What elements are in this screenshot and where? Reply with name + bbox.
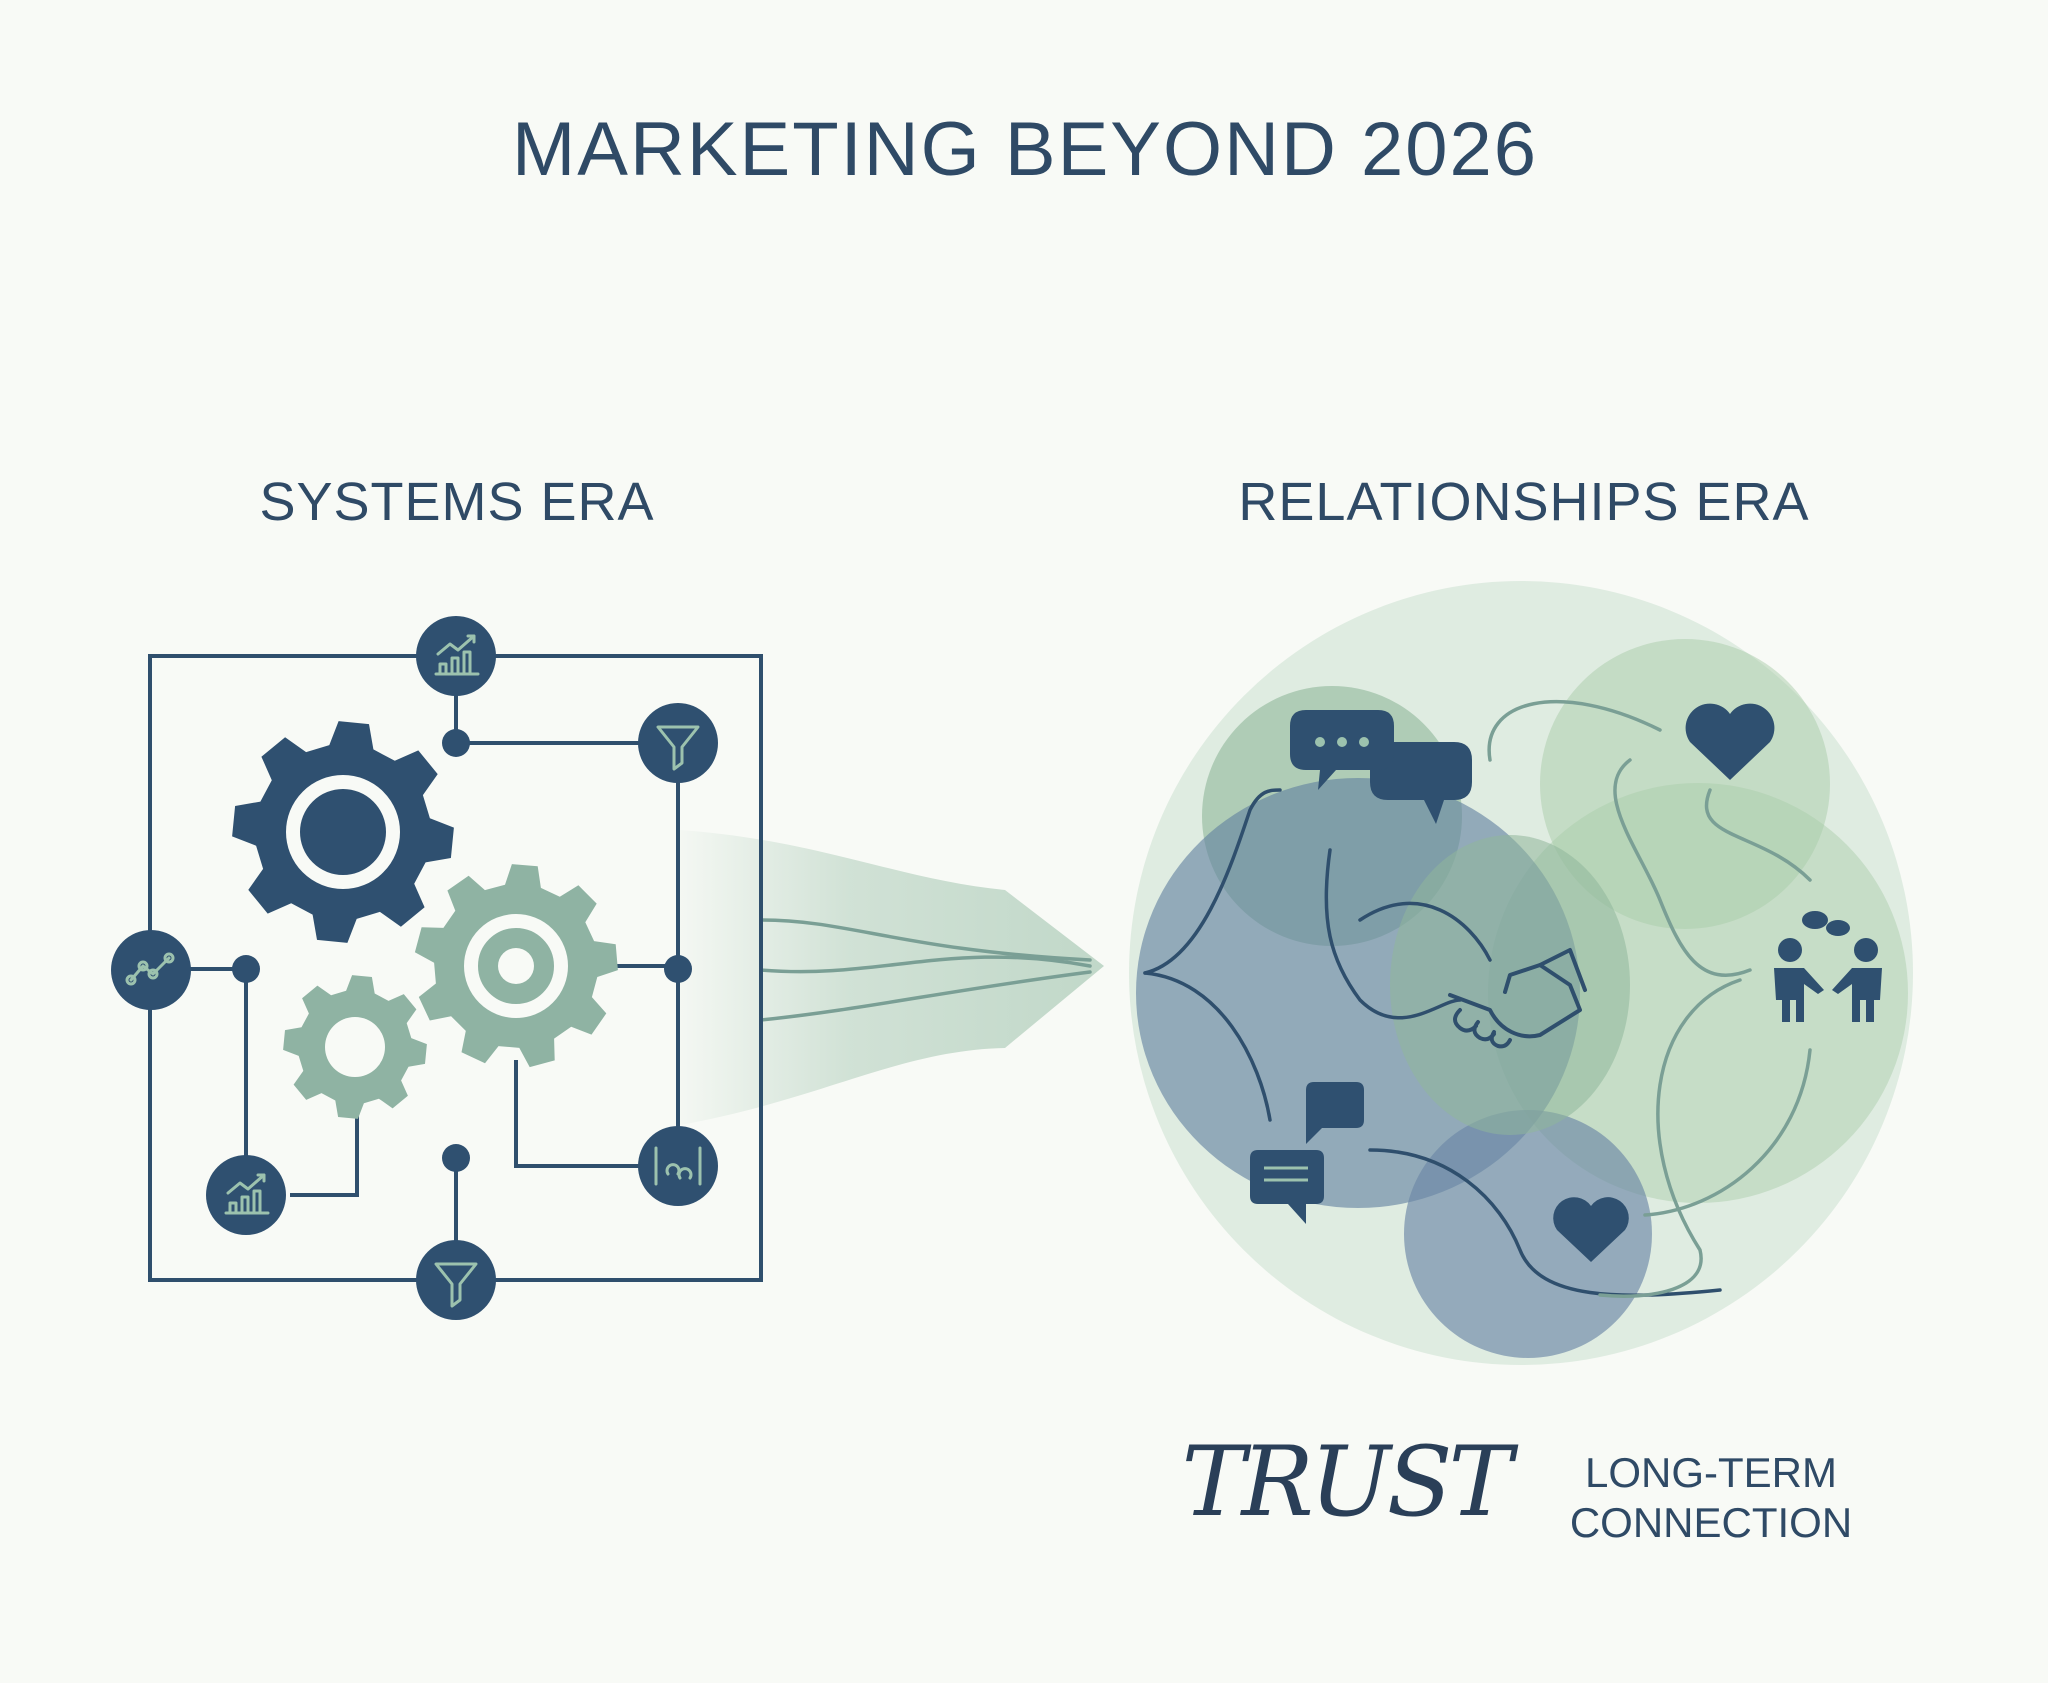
line-graph-icon <box>111 930 191 1010</box>
chart-growth-icon <box>416 616 496 696</box>
relationships-cluster <box>1129 581 1913 1365</box>
junction-dot <box>442 729 470 757</box>
chart-growth-icon <box>206 1155 286 1235</box>
long-term-line1: LONG-TERM <box>1585 1449 1837 1496</box>
funnel-icon <box>416 1240 496 1320</box>
heart-icon <box>1553 1197 1629 1262</box>
handshake-icon <box>1448 948 1587 1049</box>
relationships-era-heading: RELATIONSHIPS ERA <box>1238 472 1809 532</box>
junction-dot <box>232 955 260 983</box>
systems-era-heading: SYSTEMS ERA <box>259 472 654 532</box>
junction-dot <box>442 1144 470 1172</box>
audience-icon <box>638 1126 718 1206</box>
large-navy-gear-icon <box>232 721 454 943</box>
page-title: MARKETING BEYOND 2026 <box>512 107 1538 192</box>
systems-circuit <box>111 616 763 1320</box>
people-talking-icon <box>1774 911 1882 1022</box>
heart-icon <box>1685 703 1775 780</box>
transition-arrow <box>680 830 1104 1125</box>
trust-label: TRUST <box>1181 1426 1518 1538</box>
long-term-line2: CONNECTION <box>1570 1499 1852 1546</box>
chat-icon <box>1250 1082 1364 1224</box>
junction-dot <box>664 955 692 983</box>
chat-dots-icon <box>1290 710 1472 824</box>
funnel-icon <box>638 703 718 783</box>
